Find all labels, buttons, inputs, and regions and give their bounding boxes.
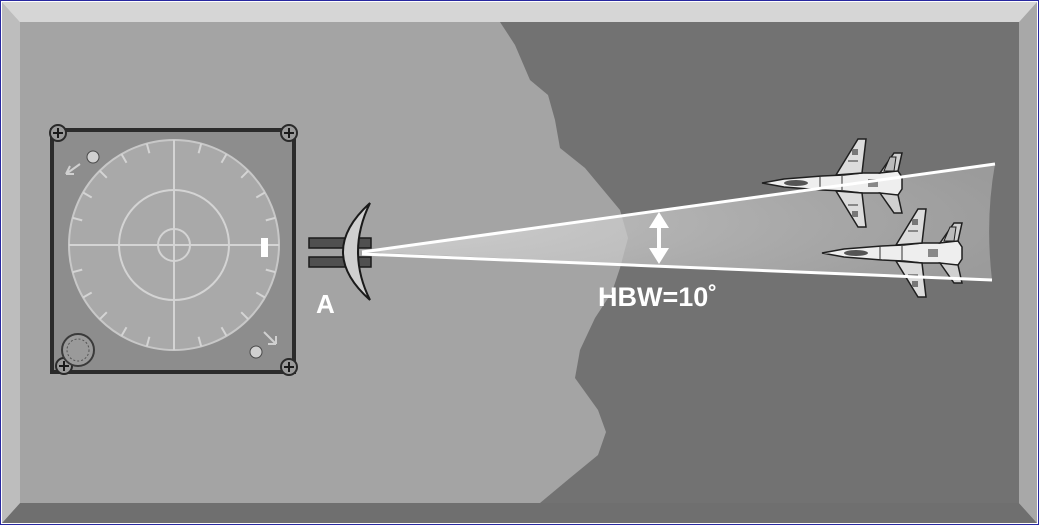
bevel-right: [1019, 2, 1037, 523]
scope-tick: [265, 268, 276, 274]
knob-icon[interactable]: [61, 333, 95, 367]
double-arrow-icon: [649, 212, 669, 264]
scope-tick: [197, 143, 203, 154]
radar-scope-icon: [49, 124, 298, 376]
adjust-arrow-icon: [65, 163, 81, 175]
bevel-bottom: [2, 503, 1037, 523]
screw-icon: [49, 124, 67, 142]
indicator-light: [86, 150, 100, 164]
beamwidth-label: HBW=10˚: [598, 282, 717, 312]
scope-tick: [220, 153, 228, 164]
bevel-top: [2, 2, 1037, 22]
scope-tick: [255, 191, 266, 199]
bevel-left: [2, 2, 20, 523]
scope-tick: [72, 268, 83, 274]
scope-tick: [99, 311, 108, 320]
scope-tick: [197, 336, 203, 347]
scope-tick: [265, 216, 276, 222]
scope-tick: [72, 216, 83, 222]
scope-tick: [82, 291, 93, 299]
scope-tick: [99, 170, 108, 179]
indicator-light: [249, 345, 263, 359]
scope-blip: [261, 238, 268, 257]
beam-edge-upper: [361, 162, 996, 254]
beam-edge-lower: [361, 252, 993, 282]
scope-tick: [240, 311, 249, 320]
scope-tick: [82, 191, 93, 199]
adjust-arrow-icon: [263, 331, 277, 345]
antenna-dish-icon: [308, 202, 372, 301]
screw-icon: [280, 124, 298, 142]
scope-tick: [220, 326, 228, 337]
scope-tick: [240, 170, 249, 179]
scope-tick: [145, 143, 151, 154]
scope-tick: [120, 326, 128, 337]
screw-icon: [280, 358, 298, 376]
scope-tick: [255, 291, 266, 299]
scope-tick: [120, 153, 128, 164]
scope-tick: [145, 336, 151, 347]
antenna-label: A: [316, 289, 335, 319]
